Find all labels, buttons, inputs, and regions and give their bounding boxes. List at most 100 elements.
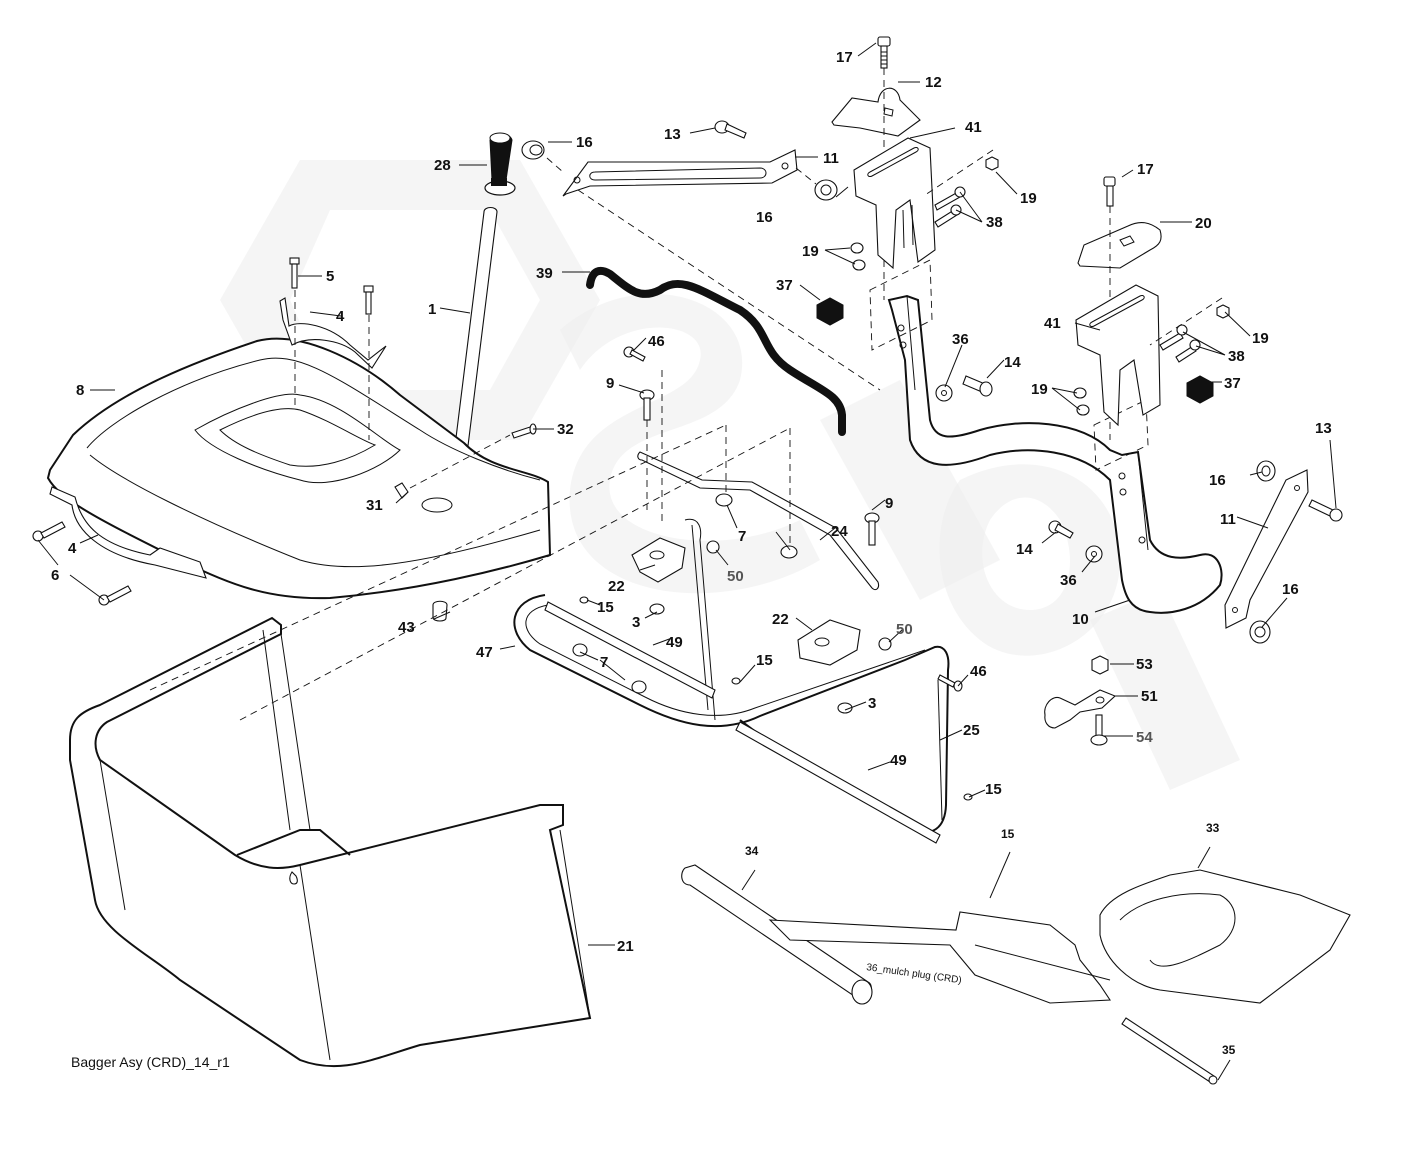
part-19-nut[interactable]: [1076, 404, 1090, 416]
part-4-handle[interactable]: [279, 297, 387, 369]
part-14-bolt[interactable]: [1048, 520, 1074, 539]
callout-49[interactable]: 49: [666, 634, 683, 651]
part-24-rod[interactable]: [637, 451, 880, 591]
callout-11[interactable]: 11: [1220, 511, 1236, 528]
part-16-nut[interactable]: [1249, 620, 1271, 644]
callout-16[interactable]: 16: [756, 209, 773, 226]
part-25-frame[interactable]: [937, 679, 943, 821]
part-7-grommet[interactable]: [572, 643, 588, 657]
part-38-screw[interactable]: [934, 186, 966, 211]
part-49-rail[interactable]: [735, 721, 941, 844]
part-9-bolt[interactable]: [864, 512, 880, 546]
callout-34[interactable]: 34: [745, 844, 759, 858]
part-5-bolt[interactable]: [289, 257, 300, 289]
callout-15[interactable]: 15: [1001, 827, 1015, 841]
callout-22[interactable]: 22: [772, 611, 789, 628]
callout-13[interactable]: 13: [664, 126, 681, 143]
callout-51[interactable]: 51: [1141, 688, 1158, 705]
part-53-nut[interactable]: [1091, 655, 1109, 675]
callout-25[interactable]: 25: [963, 722, 980, 739]
part-37-cap[interactable]: [1186, 375, 1214, 404]
callout-41[interactable]: 41: [965, 119, 982, 136]
callout-38[interactable]: 38: [1228, 348, 1245, 365]
callout-5[interactable]: 5: [326, 268, 334, 285]
part-41-bracket[interactable]: [1075, 284, 1161, 427]
callout-39[interactable]: 39: [536, 265, 553, 282]
callout-20[interactable]: 20: [1195, 215, 1212, 232]
callout-38[interactable]: 38: [986, 214, 1003, 231]
part-17-bolt[interactable]: [877, 36, 891, 69]
callout-9[interactable]: 9: [885, 495, 893, 512]
callout-35[interactable]: 35: [1222, 1043, 1236, 1057]
callout-19[interactable]: 19: [802, 243, 819, 260]
part-12-clip[interactable]: [831, 87, 921, 137]
callout-10[interactable]: 10: [1072, 611, 1089, 628]
part-54-bolt[interactable]: [1090, 714, 1108, 746]
callout-14[interactable]: 14: [1004, 354, 1021, 371]
part-19-nut[interactable]: [852, 259, 866, 271]
callout-15[interactable]: 15: [985, 781, 1002, 798]
callout-54[interactable]: 54: [1136, 729, 1153, 746]
callout-3[interactable]: 3: [632, 614, 640, 631]
part-35-rod[interactable]: [1121, 1017, 1218, 1085]
part-14-bolt[interactable]: [962, 375, 993, 397]
callout-11[interactable]: 11: [823, 150, 839, 167]
callout-7[interactable]: 7: [600, 654, 608, 671]
part-20-clip[interactable]: [1077, 221, 1162, 269]
callout-24[interactable]: 24: [831, 523, 848, 540]
part-51-bracket[interactable]: [1044, 689, 1117, 729]
callout-21[interactable]: 21: [617, 938, 634, 955]
callout-15[interactable]: 15: [597, 599, 614, 616]
part-15-pin[interactable]: [289, 871, 298, 885]
callout-14[interactable]: 14: [1016, 541, 1033, 558]
callout-8[interactable]: 8: [76, 382, 84, 399]
part-34-rod[interactable]: [681, 864, 873, 1005]
callout-16[interactable]: 16: [1282, 581, 1299, 598]
callout-49[interactable]: 49: [890, 752, 907, 769]
part-47-frame[interactable]: [513, 518, 950, 833]
callout-16[interactable]: 16: [1209, 472, 1226, 489]
part-7-grommet[interactable]: [631, 680, 647, 694]
callout-13[interactable]: 13: [1315, 420, 1332, 437]
part-13-bolt[interactable]: [714, 120, 747, 139]
part-5-bolt[interactable]: [363, 285, 374, 315]
part-6-screw[interactable]: [98, 585, 132, 606]
part-11-bracket[interactable]: [1224, 469, 1309, 629]
part-38-screw[interactable]: [1159, 324, 1188, 351]
callout-28[interactable]: 28: [434, 157, 451, 174]
callout-1[interactable]: 1: [428, 301, 436, 318]
callout-19[interactable]: 19: [1020, 190, 1037, 207]
part-13-bolt[interactable]: [1308, 499, 1343, 522]
part-6-screw[interactable]: [32, 521, 66, 542]
part-46-bolt[interactable]: [623, 346, 646, 362]
callout-17[interactable]: 17: [1137, 161, 1154, 178]
callout-16[interactable]: 16: [576, 134, 593, 151]
callout-50[interactable]: 50: [727, 568, 744, 585]
part-10-frame[interactable]: [887, 294, 1223, 614]
part-49-rail[interactable]: [544, 601, 716, 699]
callout-36[interactable]: 36: [1060, 572, 1077, 589]
callout-47[interactable]: 47: [476, 644, 493, 661]
part-7-grommet[interactable]: [780, 545, 798, 559]
callout-46[interactable]: 46: [648, 333, 665, 350]
callout-15[interactable]: 15: [756, 652, 773, 669]
callout-4[interactable]: 4: [68, 540, 77, 557]
part-15-pin[interactable]: [963, 793, 973, 801]
part-22-clamp[interactable]: [631, 537, 686, 583]
part-36-mulch-plug[interactable]: [768, 911, 1111, 1004]
part-4-handle[interactable]: [49, 486, 207, 579]
part-15-pin[interactable]: [731, 677, 741, 685]
callout-19[interactable]: 19: [1031, 381, 1048, 398]
part-3-grommet[interactable]: [649, 603, 665, 615]
callout-50[interactable]: 50: [896, 621, 913, 638]
part-19-nut[interactable]: [850, 242, 864, 254]
part-19-nut[interactable]: [1073, 387, 1087, 399]
part-11-bracket[interactable]: [562, 149, 798, 197]
callout-22[interactable]: 22: [608, 578, 625, 595]
part-8-lid[interactable]: [46, 337, 552, 600]
callout-3[interactable]: 3: [868, 695, 876, 712]
part-16-nut[interactable]: [521, 140, 545, 160]
part-7-grommet[interactable]: [715, 493, 733, 507]
part-39-hose[interactable]: [586, 266, 846, 436]
part-22-clamp[interactable]: [797, 619, 861, 666]
